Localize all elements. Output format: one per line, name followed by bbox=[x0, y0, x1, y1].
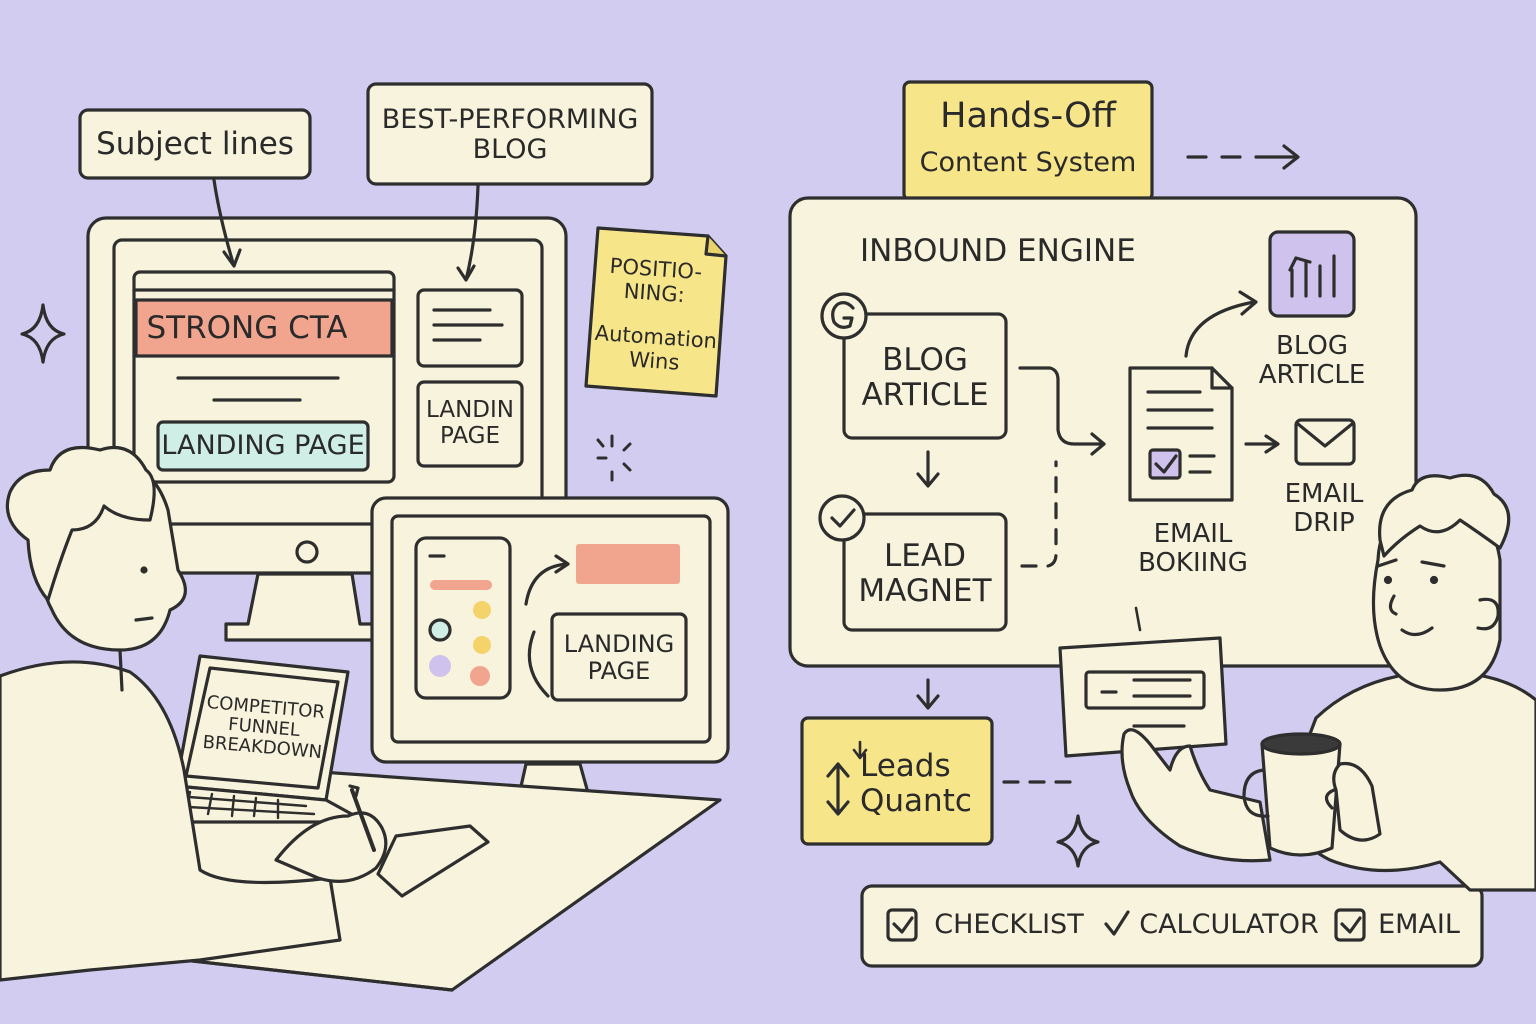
document-icon bbox=[1128, 366, 1234, 502]
arrow-icon bbox=[456, 184, 480, 282]
arrow-icon bbox=[1244, 434, 1280, 454]
google-g-icon bbox=[820, 292, 868, 340]
notepad bbox=[376, 824, 490, 898]
lead-magnet-box bbox=[842, 512, 1008, 632]
arrow-icon bbox=[1186, 144, 1300, 170]
checklist-item: CHECKLIST bbox=[934, 908, 1084, 940]
pointing-hand bbox=[1120, 728, 1272, 863]
calculator-item: CALCULATOR bbox=[1139, 908, 1319, 940]
tablet-landing-page: LANDING PAGE bbox=[563, 630, 675, 685]
strong-cta-label[interactable]: STRONG CTA bbox=[146, 309, 348, 346]
best-blog-label: BEST-PERFORMING BLOG bbox=[381, 103, 639, 165]
second-monitor bbox=[370, 496, 730, 808]
checkbox-icon bbox=[886, 908, 918, 942]
checkmark-icon bbox=[1104, 910, 1130, 936]
arrow-icon bbox=[916, 678, 940, 710]
positioning-sticky-note bbox=[584, 226, 728, 398]
arrow-icon bbox=[212, 178, 242, 268]
lead-magnet-box-label: LEAD MAGNET bbox=[858, 538, 992, 609]
sparkle-icon bbox=[1056, 814, 1100, 868]
subject-lines-callout bbox=[78, 108, 312, 180]
subject-lines-label: Subject lines bbox=[96, 125, 294, 162]
title-line-2: Content System bbox=[919, 146, 1137, 178]
positioning-note-title: POSITIO- NING: bbox=[608, 254, 703, 308]
arrow-icon bbox=[524, 554, 570, 606]
sparkle-icon bbox=[596, 434, 632, 482]
arrow-icon bbox=[1184, 290, 1258, 358]
blog-article-box-label: BLOG ARTICLE bbox=[861, 342, 989, 413]
best-blog-callout bbox=[366, 82, 654, 186]
checkbox-icon bbox=[1334, 908, 1366, 942]
laptop bbox=[152, 654, 368, 824]
positioning-note-sub: Automation Wins bbox=[594, 321, 718, 375]
person-left bbox=[0, 445, 388, 982]
leads-box-label: Leads Quantc bbox=[860, 748, 972, 819]
bottom-strip bbox=[860, 884, 1484, 968]
bar-chart-icon bbox=[1268, 230, 1356, 318]
arrow-icon bbox=[1018, 366, 1106, 456]
title-line-1: Hands-Off bbox=[940, 96, 1116, 137]
leads-box bbox=[800, 716, 994, 846]
up-down-arrow-icon bbox=[826, 740, 868, 816]
blog-article-label: BLOG ARTICLE bbox=[1258, 330, 1366, 390]
email-booking-label: EMAIL BOKIING bbox=[1138, 518, 1248, 578]
envelope-icon bbox=[1294, 418, 1356, 466]
blog-article-box bbox=[842, 312, 1008, 440]
email-item: EMAIL bbox=[1378, 908, 1460, 940]
main-monitor bbox=[86, 216, 568, 642]
coffee-mug-icon bbox=[1242, 732, 1342, 857]
arrow-icon bbox=[916, 450, 940, 488]
board-title: INBOUND ENGINE bbox=[860, 232, 1136, 269]
laptop-screen-text: COMPETITOR FUNNEL BREAKDOWN bbox=[201, 691, 326, 764]
email-drip-label: EMAIL DRIP bbox=[1284, 478, 1364, 538]
sparkle-icon bbox=[20, 303, 66, 364]
landin-page-card: LANDIN PAGE bbox=[426, 397, 514, 449]
check-circle-icon bbox=[818, 494, 866, 542]
dashed-connector bbox=[1020, 460, 1058, 568]
landing-page-button[interactable]: LANDING PAGE bbox=[161, 429, 365, 461]
